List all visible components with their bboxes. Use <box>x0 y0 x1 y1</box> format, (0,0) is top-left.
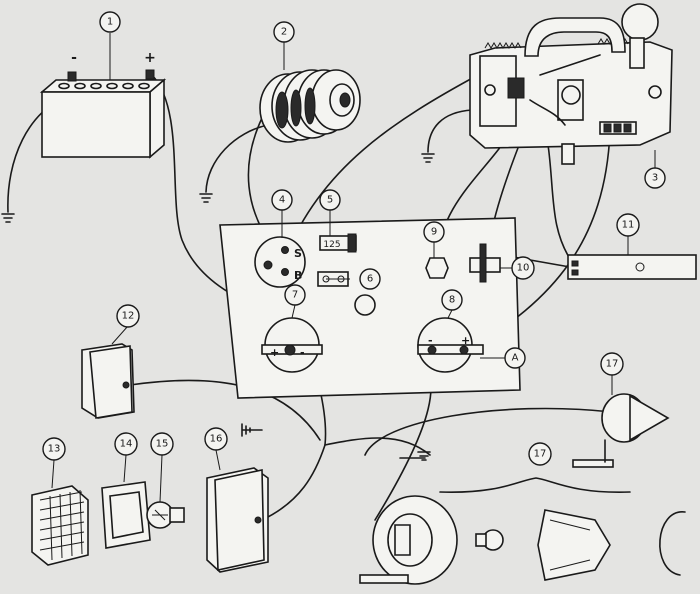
callout-6: 6 <box>359 268 381 290</box>
callout-14: 14 <box>114 432 138 456</box>
battery-negative-terminal <box>67 71 77 82</box>
tail-light-assembled <box>572 393 670 468</box>
callout-15-label: 15 <box>156 439 169 450</box>
ammeter-minus-label: - <box>300 346 305 359</box>
wire-generator-ground <box>205 124 269 193</box>
gauge: - + <box>417 317 484 373</box>
callout-a-label: A <box>512 353 519 364</box>
instrument-panel: S B 125 + - - <box>219 217 521 399</box>
battery-positive-terminal <box>145 69 155 80</box>
gauge-minus-label: - <box>428 334 433 347</box>
callout-6-label: 6 <box>367 274 373 285</box>
callout-11-label: 11 <box>622 220 635 231</box>
callout-10-label: 10 <box>517 263 530 274</box>
callout-10: 10 <box>511 256 535 280</box>
tail-light-bulb <box>475 529 504 551</box>
callout-16: 16 <box>204 427 228 451</box>
callout-17-bottom-label: 17 <box>534 449 547 460</box>
callout-2: 2 <box>273 21 295 43</box>
callout-17-top-label: 17 <box>606 359 619 370</box>
retaining-ring <box>659 511 686 576</box>
callout-17-top: 17 <box>600 352 624 376</box>
fuse-block: 125 <box>319 233 357 253</box>
wire-bus-right <box>324 437 431 456</box>
callout-17-bottom: 17 <box>528 442 552 466</box>
light-bulb <box>146 501 185 529</box>
ground-symbol <box>199 193 213 203</box>
callout-7-label: 7 <box>292 290 298 301</box>
callout-2-label: 2 <box>281 27 287 38</box>
wire-tail-light-b <box>364 407 613 456</box>
callout-leaders <box>51 33 656 503</box>
headlight-right <box>206 467 269 573</box>
callout-17-bracket <box>439 477 631 493</box>
callout-8: 8 <box>441 289 463 311</box>
battery: - + <box>39 50 167 159</box>
ignition-switch: S B <box>254 236 306 288</box>
callout-9-label: 9 <box>431 227 437 238</box>
regulator-assembly <box>469 3 673 165</box>
battery-minus-label: - <box>71 50 77 66</box>
callout-13: 13 <box>42 437 66 461</box>
wire-regulator-ground <box>427 109 473 153</box>
ammeter-plus-label: + <box>270 346 279 359</box>
battery-plus-label: + <box>144 50 156 66</box>
callout-14-label: 14 <box>120 439 133 450</box>
ammeter: + - <box>261 317 323 373</box>
callout-1-label: 1 <box>107 17 113 28</box>
tail-light-housing <box>359 495 458 585</box>
callout-7: 7 <box>284 284 306 306</box>
bar-switch <box>567 254 697 280</box>
toggle-switch <box>469 243 501 283</box>
gauge-plus-label: + <box>461 334 470 347</box>
control-knob <box>621 3 659 41</box>
callout-16-label: 16 <box>210 434 223 445</box>
callout-3-label: 3 <box>652 173 658 184</box>
callout-8-label: 8 <box>449 295 455 306</box>
callout-4: 4 <box>271 189 293 211</box>
lens-frame <box>101 481 151 549</box>
callout-4-label: 4 <box>279 195 285 206</box>
fuse-value-label: 125 <box>323 240 340 250</box>
tail-light-lens <box>537 509 611 581</box>
callout-1: 1 <box>99 11 121 33</box>
ground-symbols <box>1 153 435 461</box>
light-switch <box>425 257 449 279</box>
generator <box>259 69 361 143</box>
panel-hole <box>354 294 376 316</box>
callout-13-label: 13 <box>48 444 61 455</box>
ground-symbol <box>421 153 435 163</box>
lens-grid <box>31 485 89 566</box>
callout-9: 9 <box>423 221 445 243</box>
panel-s-label: S <box>294 247 302 260</box>
callout-15: 15 <box>150 432 174 456</box>
ground-symbol <box>417 451 431 461</box>
callout-12: 12 <box>116 304 140 328</box>
panel-b-label: B <box>294 269 302 282</box>
ground-symbol <box>1 213 15 223</box>
ground-symbol <box>241 423 263 437</box>
wire-headlight-right <box>261 444 326 521</box>
callout-11: 11 <box>616 213 640 237</box>
battery-cell-caps <box>58 82 150 90</box>
callout-3: 3 <box>644 167 666 189</box>
headlight-left <box>81 343 135 419</box>
callout-12-label: 12 <box>122 311 135 322</box>
callout-5: 5 <box>319 189 341 211</box>
callout-a: A <box>504 347 526 369</box>
callout-5-label: 5 <box>327 195 333 206</box>
